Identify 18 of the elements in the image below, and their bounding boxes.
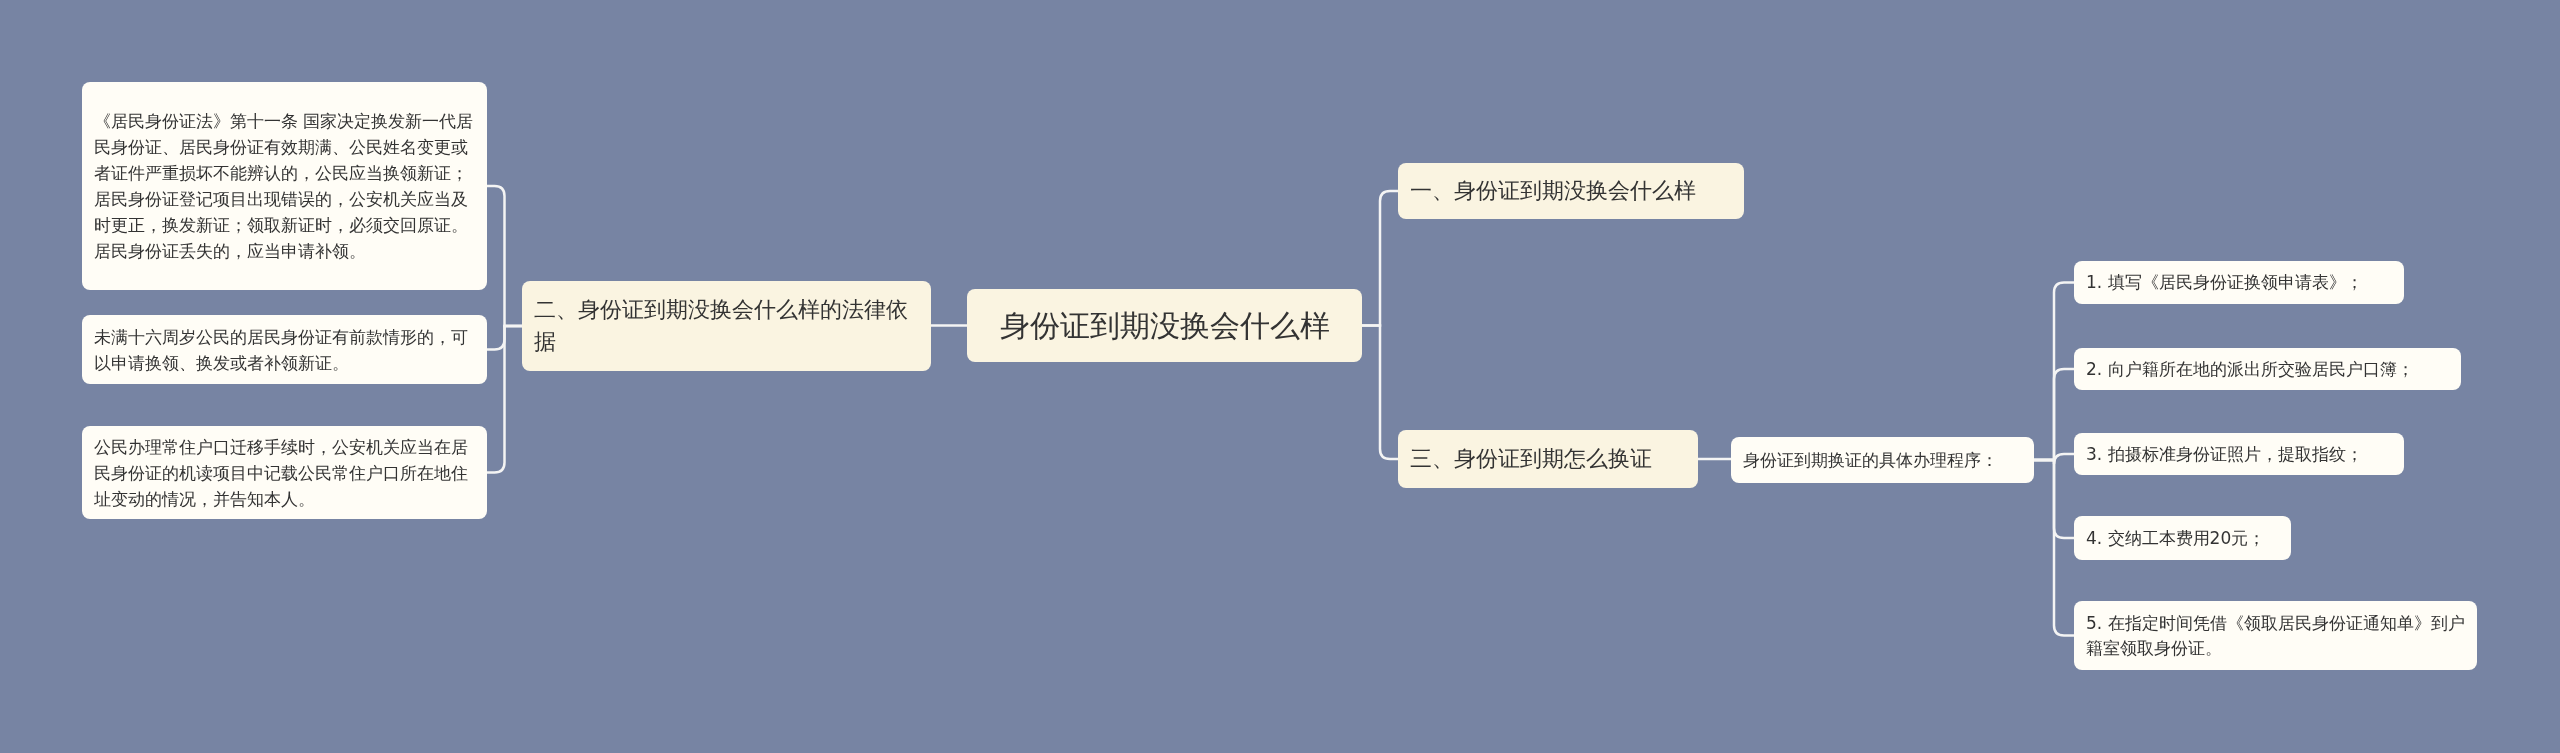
connector-line: [1698, 457, 1731, 461]
topic-box: 三、身份证到期怎么换证: [1398, 430, 1698, 488]
note-box: 《居民身份证法》第十一条 国家决定换发新一代居民身份证、居民身份证有效期满、公民姓名变更或者证件严重损坏不能辨认的，公民应当换领新证；居民身份证登记项目出现错误的，公安机关应当及时更正，换发新证；领取新证时，必须交回原证。居民身份证丢失的，应当申请补领。: [82, 82, 487, 290]
subtopic-box: 5. 在指定时间凭借《领取居民身份证通知单》到户籍室领取身份证。: [2074, 601, 2477, 670]
connector-line: [487, 324, 522, 474]
note-box: 公民办理常住户口迁移手续时，公安机关应当在居民身份证的机读项目中记载公民常住户口所在地住址变动的情况，并告知本人。: [82, 426, 487, 519]
subtopic-box: 3. 拍摄标准身份证照片，提取指纹；: [2074, 433, 2404, 475]
subtopic-box: 1. 填写《居民身份证换领申请表》；: [2074, 261, 2404, 304]
connector-line: [1362, 324, 1398, 461]
subtopic-box: 4. 交纳工本费用20元；: [2074, 516, 2291, 560]
note-box: 未满十六周岁公民的居民身份证有前款情形的，可以申请换领、换发或者补领新证。: [82, 315, 487, 384]
topic-box: 一、身份证到期没换会什么样: [1398, 163, 1744, 219]
topic-box: 二、身份证到期没换会什么样的法律依据: [522, 281, 931, 371]
subtopic-box: 2. 向户籍所在地的派出所交验居民户口簿；: [2074, 348, 2461, 390]
connector-line: [2034, 458, 2074, 637]
subtopic-box: 身份证到期换证的具体办理程序：: [1731, 437, 2034, 483]
central-topic: 身份证到期没换会什么样: [967, 289, 1362, 362]
connector-line: [931, 324, 967, 327]
